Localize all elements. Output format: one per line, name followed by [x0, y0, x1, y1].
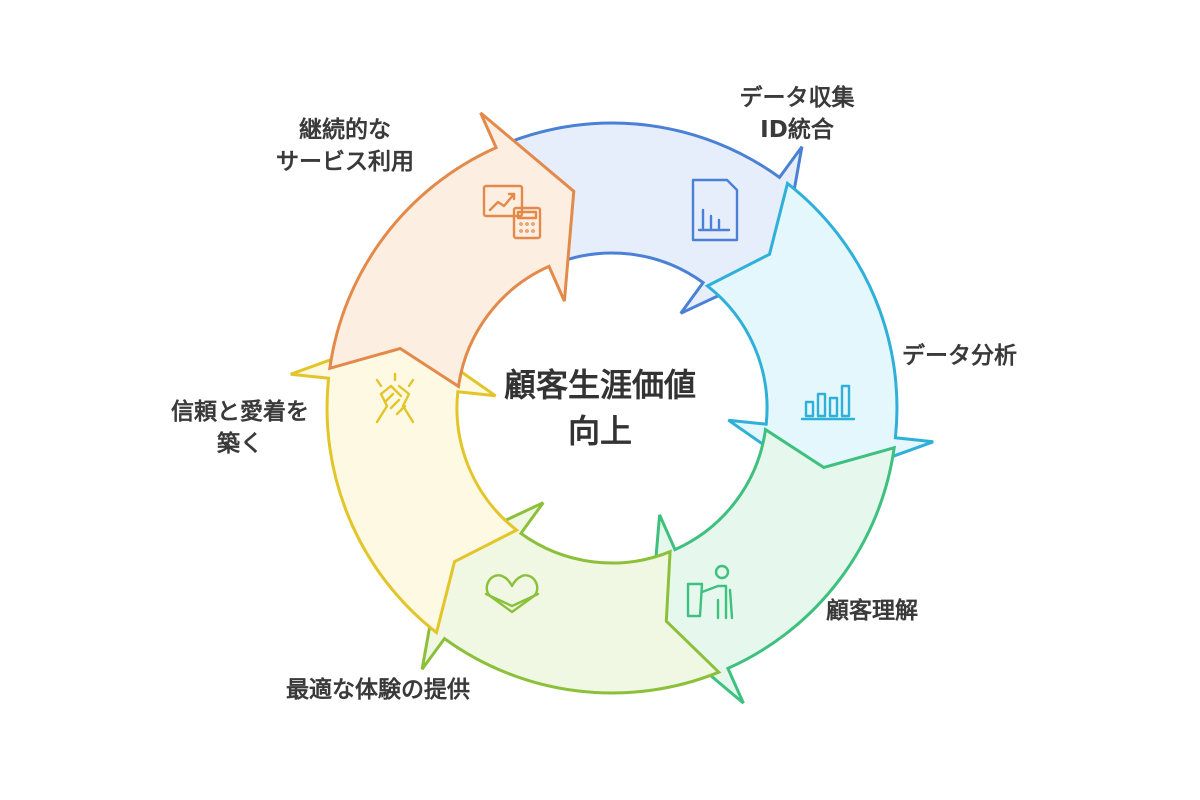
- stage-label-trust: 信頼と愛着を築く: [150, 396, 330, 460]
- stage-label-collect: データ収集 ID統合: [722, 82, 872, 146]
- heart-box-icon: [484, 574, 540, 614]
- center-title: 顧客生涯価値 向上: [455, 362, 745, 454]
- center-title-line-1: 顧客生涯価値: [503, 366, 696, 404]
- stage-label-experience: 最適な体験の提供: [286, 674, 516, 706]
- stage-label-understand: 顧客理解: [826, 595, 946, 627]
- cycle-arrow-understand: [648, 427, 897, 705]
- cycle-arrow-collect: [502, 121, 804, 315]
- person-at-podium-icon: [686, 564, 734, 620]
- stage-label-continue: 継続的なサービス利用: [255, 114, 435, 178]
- stage-label-line: 信頼と愛着を: [171, 399, 309, 425]
- stage-label-line: 継続的な: [299, 117, 391, 143]
- stage-label-line: サービス利用: [276, 149, 414, 175]
- stage-label-line: 築く: [217, 431, 263, 457]
- stage-label-line: データ収集: [739, 85, 855, 111]
- handshake-icon: [375, 372, 415, 424]
- cycle-arrow-trust: [290, 331, 520, 636]
- bar-chart-icon: [800, 384, 856, 421]
- stage-label-line: 最適な体験の提供: [286, 677, 470, 703]
- stage-label-line: ID統合: [760, 117, 834, 143]
- stage-label-analyze: データ分析: [902, 340, 1062, 372]
- stage-label-line: 顧客理解: [826, 598, 918, 624]
- cycle-arrow-continue: [327, 111, 576, 389]
- chart-calculator-icon: [482, 184, 542, 240]
- stage-label-line: データ分析: [902, 343, 1017, 369]
- center-title-line-2: 向上: [567, 412, 632, 450]
- cycle-arrow-analyze: [704, 180, 934, 485]
- sim-card-chart-icon: [691, 178, 739, 242]
- cycle-arrow-experience: [420, 501, 722, 695]
